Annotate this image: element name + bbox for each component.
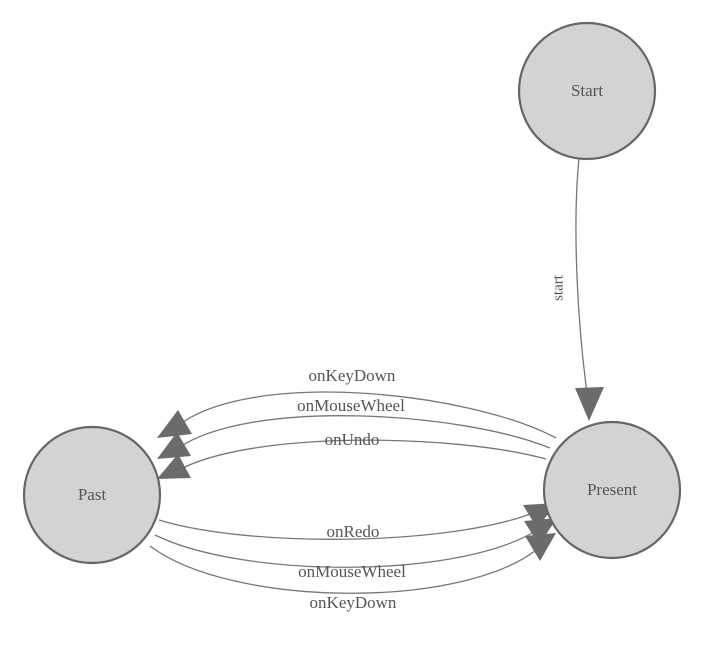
edge-label-redo: onRedo	[327, 522, 380, 541]
node-start-label: Start	[571, 81, 603, 100]
edge-present-to-past-keydown[interactable]: onKeyDown	[157, 366, 557, 439]
edge-past-to-present-mousewheel[interactable]: onMouseWheel	[154, 518, 557, 581]
arrow-head-undo	[157, 454, 191, 479]
edge-path-undo	[176, 439, 547, 472]
arrow-head-keydown-dn	[525, 533, 556, 561]
edge-path-keydown-dn	[149, 545, 542, 594]
edge-start-to-present[interactable]: start	[550, 157, 604, 421]
edge-path-wheel-up	[176, 415, 551, 450]
node-start[interactable]: Start	[517, 21, 657, 161]
node-start-circle	[517, 21, 657, 161]
edge-present-to-past-mousewheel[interactable]: onMouseWheel	[157, 396, 551, 459]
edge-path-redo	[158, 510, 539, 540]
edge-label-keydown-dn: onKeyDown	[310, 593, 397, 612]
edge-past-to-present-keydown[interactable]: onKeyDown	[149, 533, 556, 612]
node-past[interactable]: Past	[22, 425, 162, 565]
edge-past-to-present-redo[interactable]: onRedo	[158, 503, 557, 541]
node-present-circle	[542, 420, 682, 560]
edge-label-start: start	[550, 274, 566, 301]
edge-label-undo: onUndo	[325, 430, 380, 449]
arrow-head-wheel-up	[157, 432, 191, 459]
arrow-head-wheel-dn	[524, 518, 557, 545]
arrow-head-keydown-up	[157, 410, 192, 438]
node-present-label: Present	[587, 480, 637, 499]
edge-path-keydown-up	[175, 391, 557, 439]
edge-path-wheel-dn	[154, 528, 540, 568]
edge-label-keydown-up: onKeyDown	[309, 366, 396, 385]
arrow-head-start	[575, 387, 604, 421]
edge-label-wheel-dn: onMouseWheel	[298, 562, 406, 581]
node-present[interactable]: Present	[542, 420, 682, 560]
edge-path-start	[575, 157, 589, 401]
edge-present-to-past-undo[interactable]: onUndo	[157, 430, 547, 479]
edge-label-wheel-up: onMouseWheel	[297, 396, 405, 415]
node-past-circle	[22, 425, 162, 565]
node-past-label: Past	[78, 485, 107, 504]
